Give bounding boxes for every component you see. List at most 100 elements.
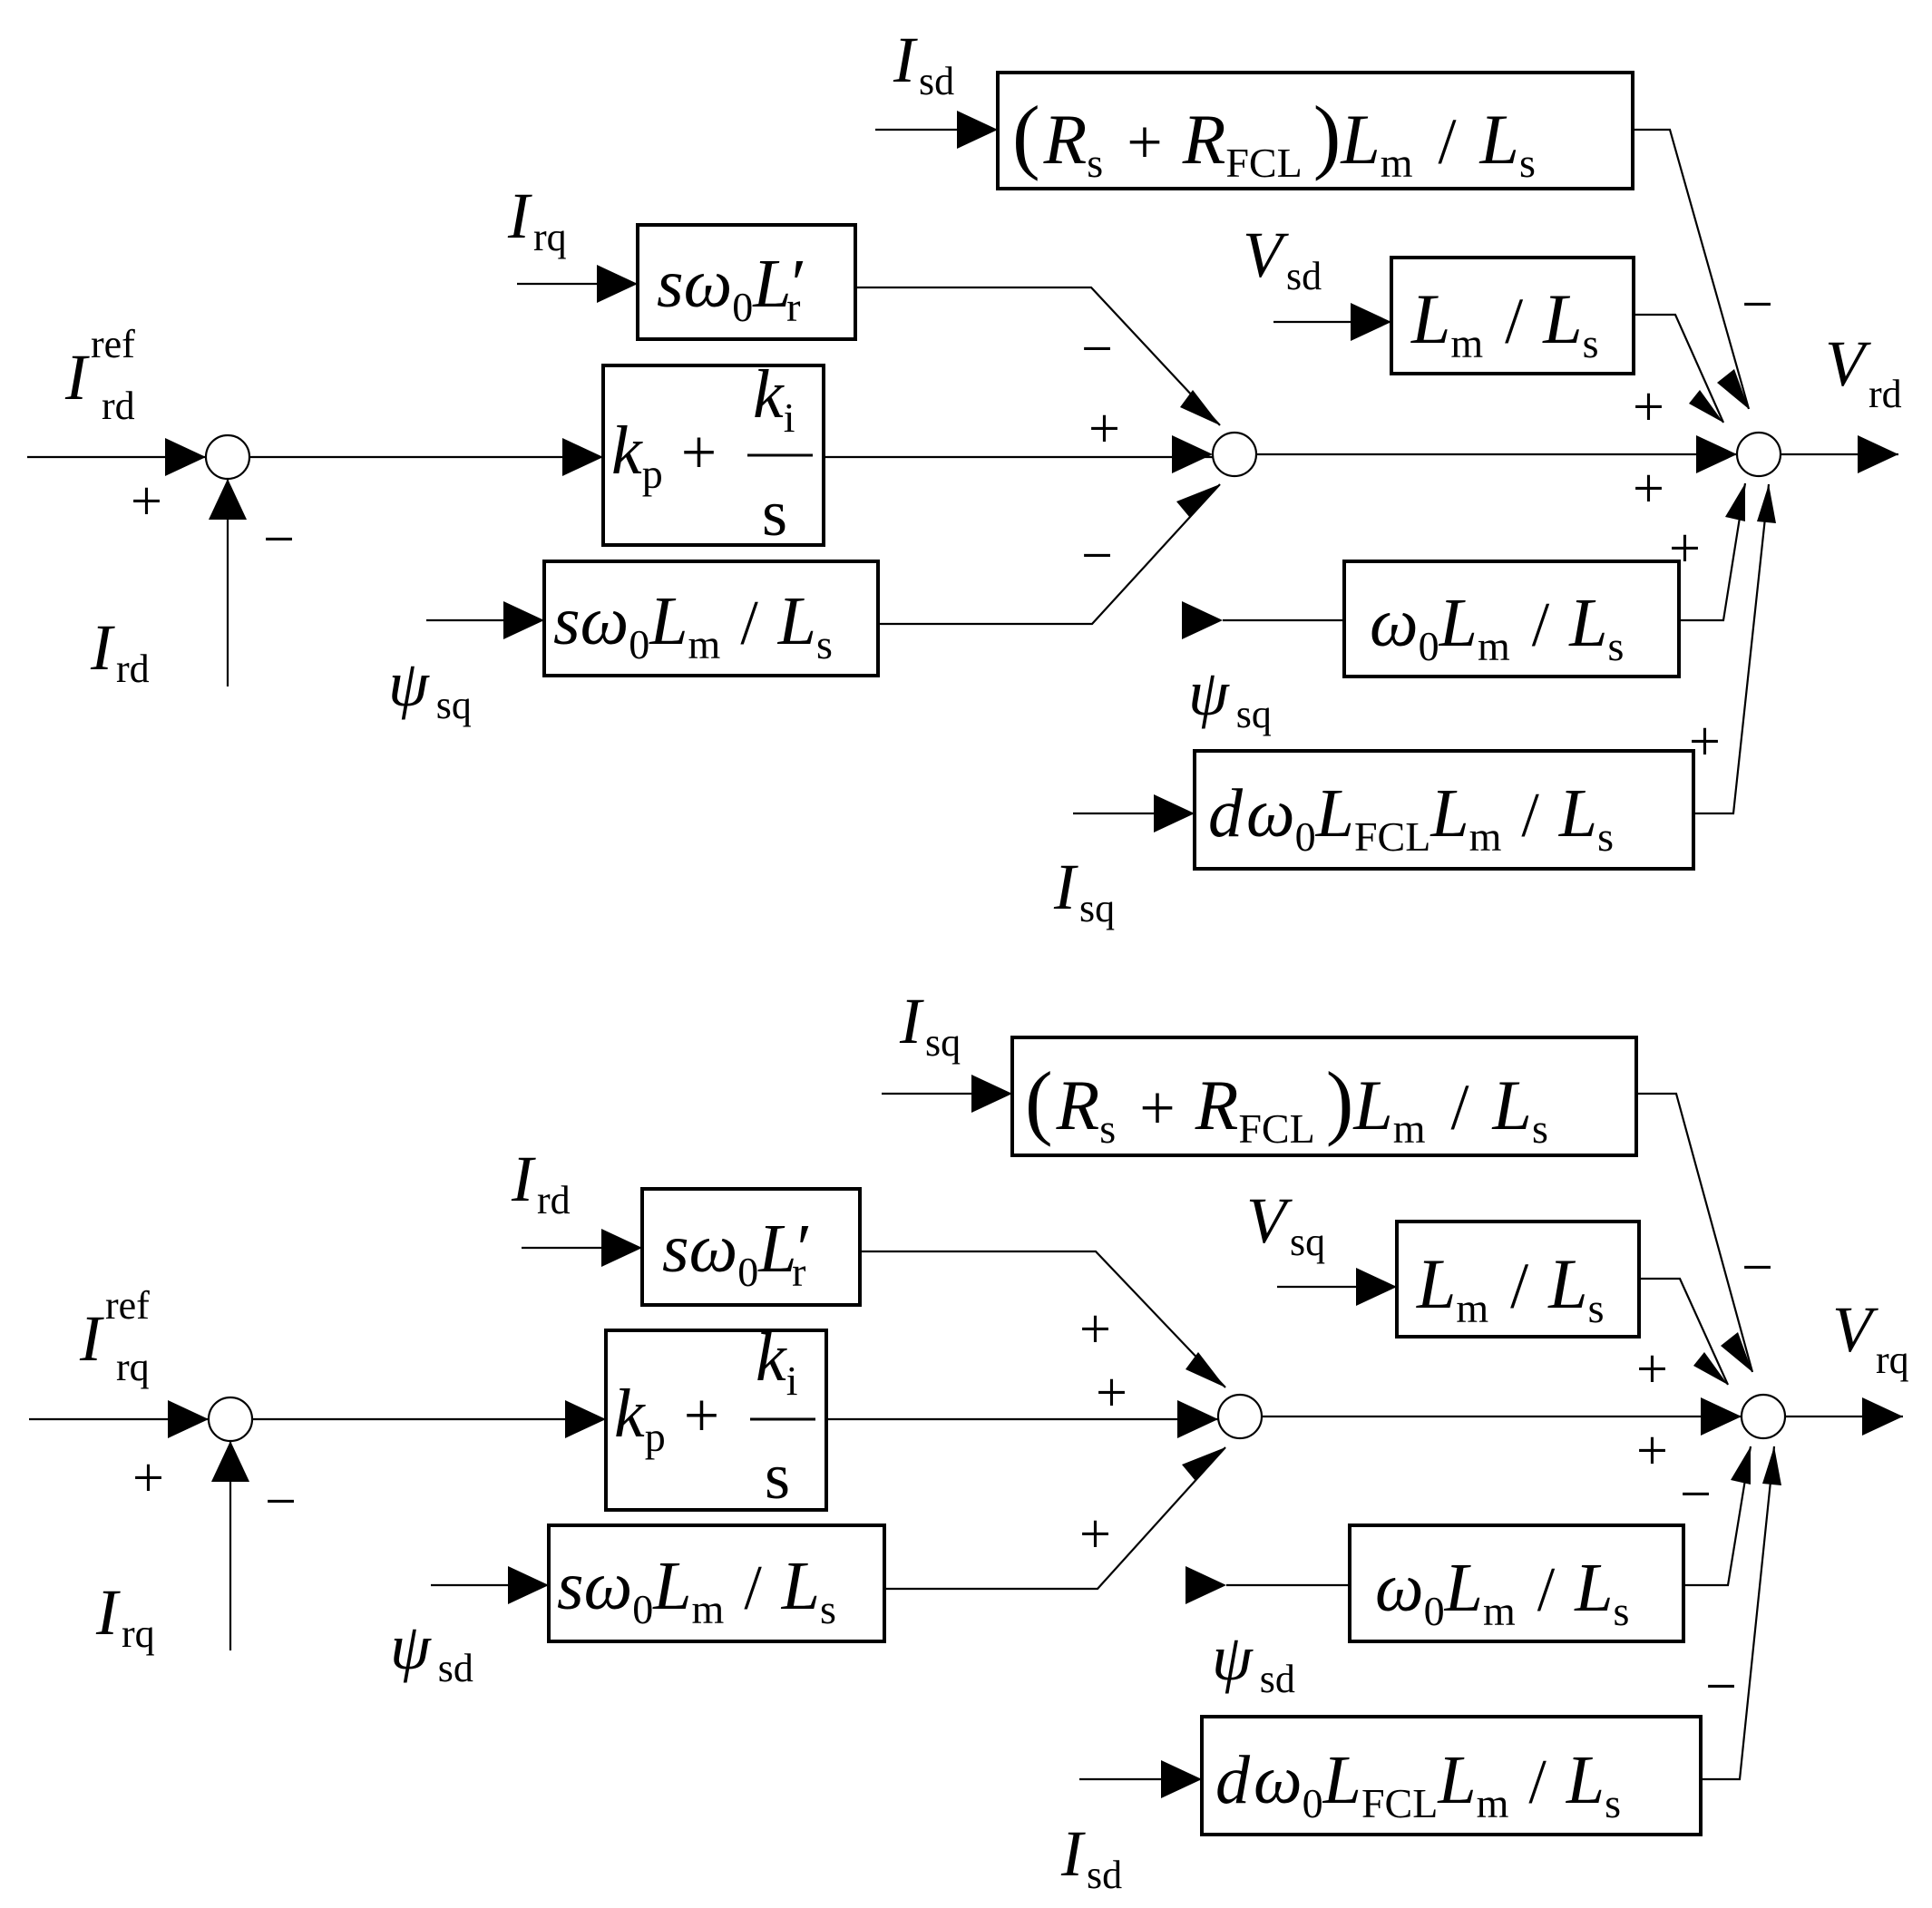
arrowhead: [1176, 484, 1220, 518]
arrowhead: [1757, 484, 1776, 523]
sign-plus: +: [1636, 1420, 1668, 1482]
arrowhead: [1696, 435, 1737, 473]
feedforward-summing-junction: [1216, 1393, 1264, 1440]
output-summing-junction: [1735, 431, 1782, 478]
sign-minus: −: [1742, 274, 1773, 336]
arrowhead: [209, 479, 247, 520]
arrowhead: [1762, 1446, 1781, 1485]
arrowhead: [565, 1400, 606, 1438]
speed-gain-output-wire: [1683, 1446, 1752, 1587]
arrowhead: [1731, 1446, 1751, 1485]
sign-minus: −: [1680, 1464, 1712, 1525]
arrowhead: [1172, 435, 1213, 473]
arrowhead: [1721, 1332, 1752, 1372]
speed-gain-block: [1348, 1523, 1685, 1643]
arrowhead: [1161, 1760, 1202, 1798]
feedback-current-label: Irq: [95, 1576, 155, 1656]
sign-minus: −: [1705, 1656, 1737, 1718]
pi-proportional-term: kp+: [611, 413, 717, 497]
feedforward-summing-junction: [1211, 431, 1258, 478]
resistance-block: [996, 71, 1634, 190]
arrowhead: [1689, 390, 1723, 423]
arrowhead: [1356, 1268, 1397, 1306]
arrowhead: [165, 438, 206, 476]
arrowhead: [1725, 483, 1745, 521]
sign-minus: −: [263, 509, 295, 570]
reference-current-subscript: rd: [102, 384, 135, 428]
arrowhead: [1858, 435, 1898, 473]
reference-current-subscript: rq: [116, 1345, 150, 1389]
pi-integral-denominator: s: [762, 477, 787, 550]
arrowhead: [601, 1229, 642, 1267]
output-voltage-label: Vrq: [1832, 1293, 1909, 1382]
arrowhead: [1154, 794, 1195, 832]
transient-output-wire: [855, 286, 1221, 426]
arrowhead: [562, 438, 603, 476]
arrowhead: [1693, 1352, 1728, 1385]
arrowhead: [971, 1075, 1012, 1113]
stator-voltage-label: Vsd: [1243, 219, 1322, 298]
fcl-current-label: Isd: [1060, 1817, 1122, 1897]
arrowhead: [1186, 1566, 1226, 1604]
speed-gain-output-wire: [1679, 482, 1747, 622]
sign-plus: +: [1079, 1299, 1111, 1360]
flux-gain-block: [547, 1523, 886, 1643]
sign-minus: −: [1081, 318, 1113, 380]
error-summing-junction: [207, 1396, 254, 1443]
sign-plus: +: [1689, 711, 1721, 773]
sign-minus: −: [1742, 1237, 1773, 1299]
arrowhead: [503, 601, 544, 639]
resistance-expression: (Rs+RFCL)Lm/Ls: [1025, 1055, 1548, 1152]
reference-current-label: Iref: [64, 322, 135, 414]
flux-gain-expression: sω0Lm/Ls: [553, 583, 833, 667]
voltage-gain-output-wire: [1639, 1277, 1730, 1386]
sign-plus: +: [1633, 458, 1664, 520]
sign-plus: +: [131, 471, 162, 532]
arrowhead: [1701, 1397, 1742, 1436]
resistance-output-wire: [1636, 1092, 1754, 1373]
output-summing-junction: [1740, 1393, 1787, 1440]
voltage-gain-block: [1395, 1220, 1641, 1339]
arrowhead: [1862, 1397, 1903, 1436]
stator-voltage-label: Vsq: [1246, 1184, 1325, 1264]
resistance-expression: (Rs+RFCL)Lm/Ls: [1012, 89, 1536, 186]
fcl-gain-output-wire: [1701, 1446, 1776, 1781]
arrowhead: [168, 1400, 209, 1438]
fcl-gain-expression: dω0LFCLLm/Ls: [1208, 775, 1614, 860]
stator-current-top-label: Isd: [893, 24, 954, 103]
sign-plus: +: [1096, 1362, 1127, 1424]
fcl-gain-block: [1200, 1715, 1703, 1836]
resistance-block: [1010, 1036, 1638, 1157]
sign-plus: +: [1669, 518, 1701, 579]
voltage-gain-expression: Lm/Ls: [1416, 1244, 1604, 1331]
arrowhead: [957, 111, 998, 149]
sign-minus: −: [1081, 525, 1113, 587]
transient-inductance-expression: sω0L′r: [657, 246, 806, 330]
cross-current-label: Irq: [507, 180, 567, 259]
fcl-gain-block: [1193, 749, 1695, 871]
arrowhead: [1182, 1447, 1225, 1481]
fcl-gain-expression: dω0LFCLLm/Ls: [1215, 1742, 1621, 1826]
arrowhead: [1186, 1352, 1225, 1387]
pi-integral-numerator: ki: [753, 356, 795, 441]
voltage-gain-expression: Lm/Ls: [1410, 279, 1598, 366]
flux-gain-block: [542, 560, 880, 677]
transient-inductance-block: [640, 1187, 862, 1307]
reference-current-label: Iref: [79, 1283, 150, 1375]
speed-gain-expression: ω0Lm/Ls: [1375, 1550, 1629, 1634]
pi-proportional-term: kp+: [614, 1376, 719, 1460]
voltage-gain-block: [1390, 256, 1635, 375]
sign-plus: +: [132, 1447, 164, 1509]
arrowhead: [1177, 1400, 1218, 1438]
flux-output-wire: [878, 483, 1221, 626]
flux-gain-expression: sω0Lm/Ls: [557, 1548, 836, 1632]
error-summing-junction: [204, 433, 251, 481]
voltage-gain-output-wire: [1634, 313, 1725, 423]
transient-inductance-block: [636, 223, 857, 341]
transient-output-wire: [860, 1250, 1226, 1388]
